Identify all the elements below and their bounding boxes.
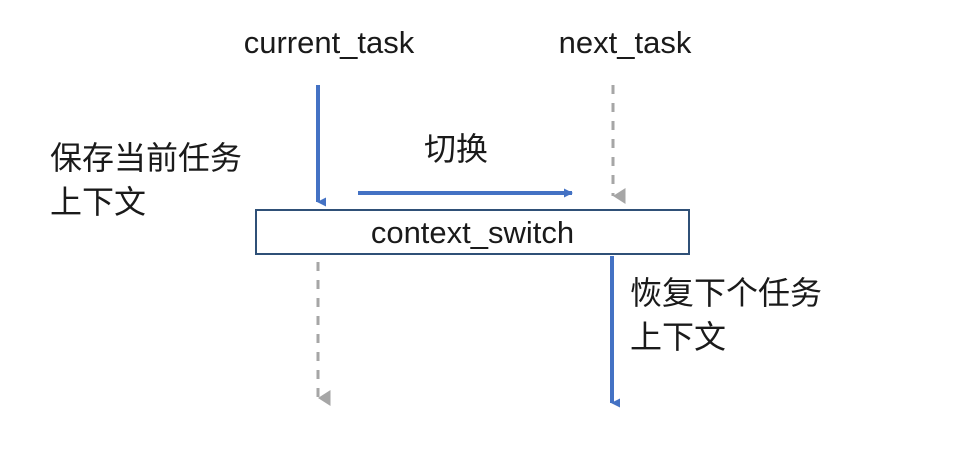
activation-box-context-switch[interactable]: context_switch	[255, 209, 690, 255]
lifeline-label-next-task: next_task	[558, 25, 692, 60]
lifeline-label-current-task: current_task	[243, 25, 415, 60]
activation-box-label: context_switch	[370, 214, 575, 250]
note-save-context-line-2: 上下文	[50, 184, 147, 221]
note-restore-context-line-2: 上下文	[630, 319, 727, 356]
note-save-context: 保存当前任务 上下文	[50, 136, 242, 224]
note-restore-context: 恢复下个任务 上下文	[630, 271, 822, 359]
note-save-context-line-1: 保存当前任务	[50, 140, 243, 176]
note-restore-context-line-1: 恢复下个任务	[630, 275, 823, 311]
message-label-switch: 切换	[424, 131, 489, 167]
